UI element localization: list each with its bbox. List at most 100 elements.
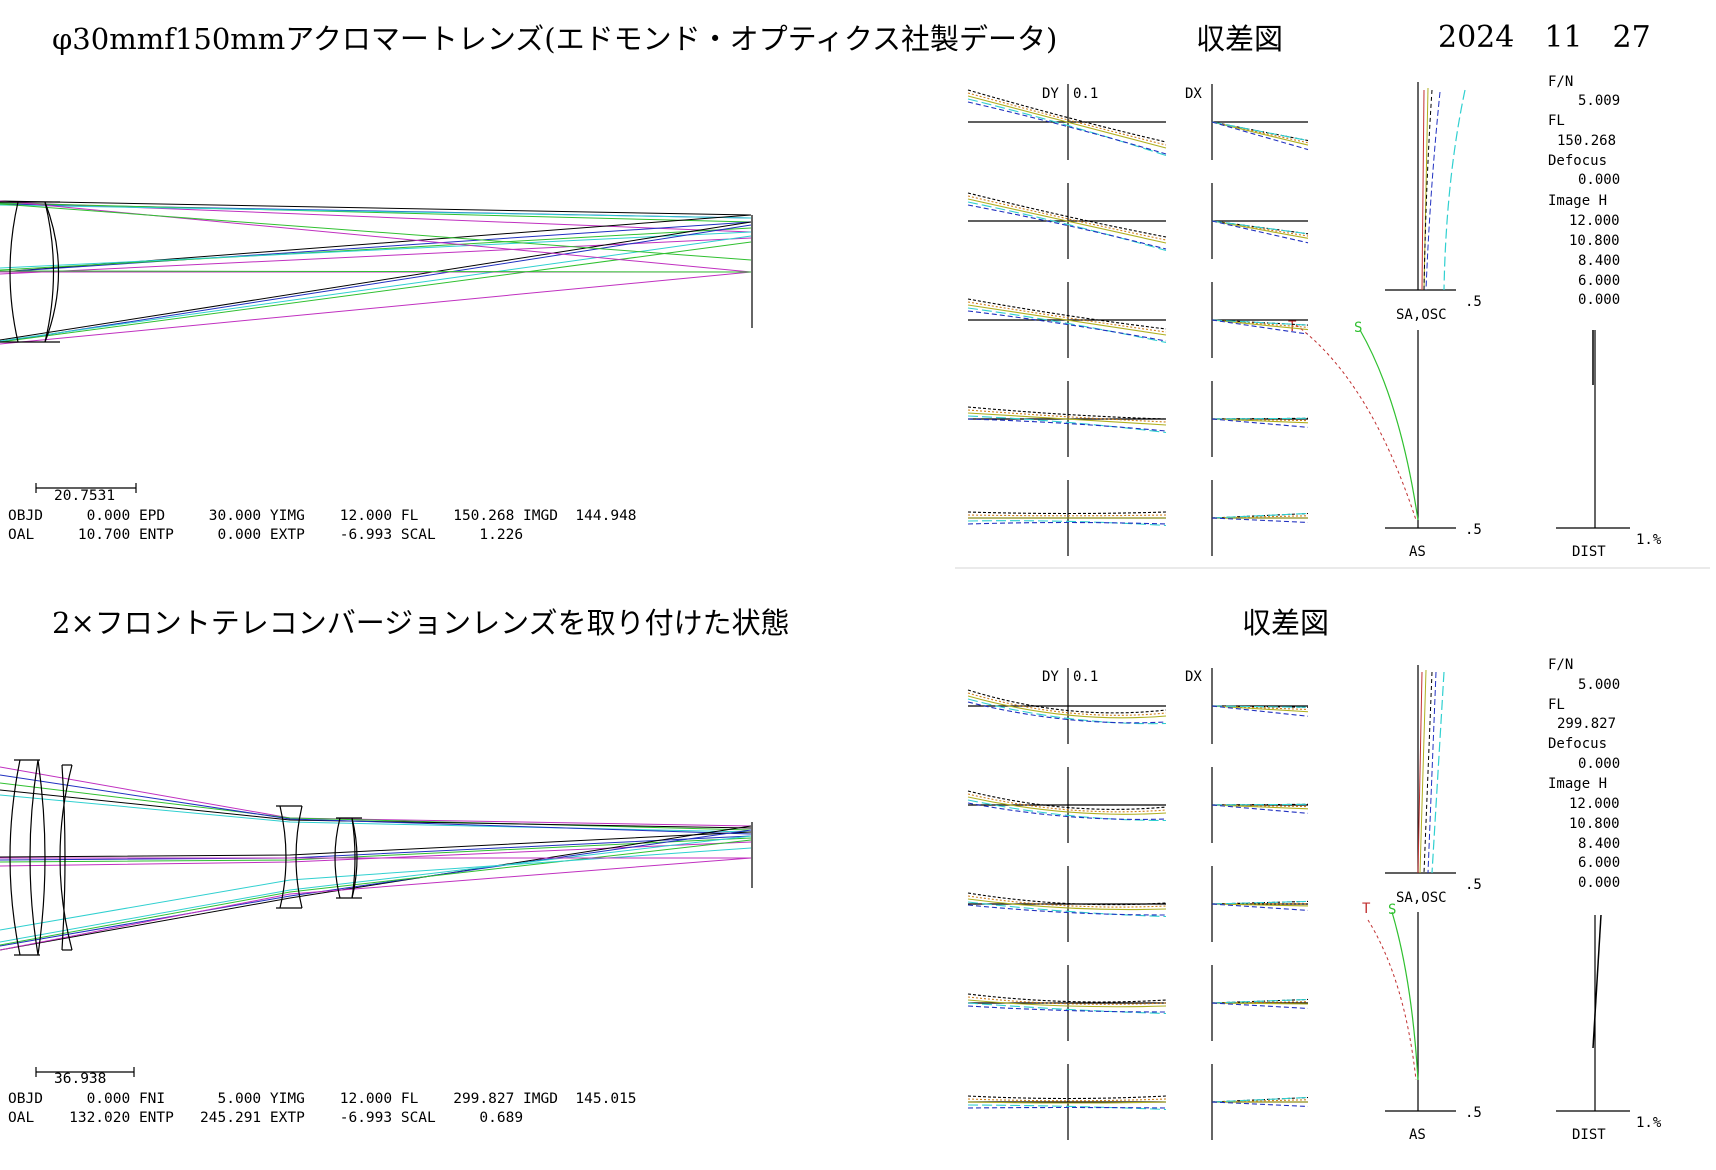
bottom-scale-label: 36.938 [54,1071,107,1087]
top-scale-bar [35,483,137,493]
top-dx-curve-3-3 [1211,417,1309,420]
bottom-dx-curve-1-3 [1211,803,1309,806]
top-height-3: 8.400 [1578,253,1621,269]
top-imageh-label: Image H [1548,193,1608,209]
bottom-dx-curve-2-2 [1211,903,1309,907]
bottom-dy-curve-2-3 [967,901,1167,918]
bottom-height-3: 8.400 [1578,836,1621,852]
bottom-dx-curve-2-3 [1211,900,1309,905]
top-as-scale: .5 [1465,522,1482,538]
top-sa-scale: .5 [1465,294,1482,310]
top-params-line-1: OBJD 0.000 EPD 30.000 YIMG 12.000 FL 150… [8,508,637,524]
top-dy-curve-2-4 [967,310,1167,342]
top-dist-label: DIST [1572,544,1606,560]
top-dy-curve-2-1 [967,301,1167,333]
bottom-dy-curve-4-3 [967,1104,1167,1111]
date: 2024 11 27 [1438,20,1651,55]
top-dy-curve-1-2 [967,198,1167,244]
top-aberration-title: 収差図 [1196,22,1284,56]
bottom-dy-curve-0-3 [967,698,1167,725]
bottom-dx-curve-3-4 [1211,1002,1309,1010]
bottom-sa-osc-plot [1385,665,1456,874]
bottom-dy-curve-0-0 [967,689,1167,714]
bottom-s-label: S [1388,902,1397,918]
top-dy-curve-1-1 [967,195,1167,241]
bottom-dx-curve-0-4 [1211,705,1309,717]
bottom-dy-curve-2-1 [967,895,1167,908]
top-dx-curve-3-2 [1211,418,1309,424]
bottom-sa-scale: .5 [1465,877,1482,893]
top-dy-curve-2-0 [967,298,1167,330]
bottom-imageh-label: Image H [1548,776,1608,792]
bottom-dy-curve-4-1 [967,1098,1167,1102]
bottom-dy-label: DY [1042,669,1059,685]
bottom-ray-fan-plots [967,668,1309,1140]
bottom-dy-curve-3-0 [967,993,1167,1003]
bottom-dy-curve-1-0 [967,790,1167,810]
top-defocus-label: Defocus [1548,153,1608,169]
top-dy-label: DY [1042,86,1059,102]
top-dx-curve-0-3 [1211,121,1309,142]
top-dx-label: DX [1185,86,1202,102]
bottom-dy-curve-1-3 [967,799,1167,822]
top-height-2: 10.800 [1569,233,1620,249]
bottom-ray-bundle [0,766,752,951]
top-defocus-value: 0.000 [1578,172,1621,188]
bottom-dy-curve-3-1 [967,996,1167,1005]
top-dy-curve-3-1 [967,409,1167,423]
bottom-params-line-2: OAL 132.020 ENTP 245.291 EXTP -6.993 SCA… [8,1110,524,1126]
top-astigmatism-plot [1295,324,1456,529]
bottom-dy-curve-4-2 [967,1101,1167,1104]
bottom-achromat-surface-2 [351,817,358,899]
top-dx-curve-4-3 [1211,512,1309,519]
top-dy-curve-1-3 [967,201,1167,252]
top-sa-osc-label: SA,OSC [1396,307,1447,323]
top-height-5: 0.000 [1578,292,1621,308]
top-dy-curve-0-4 [967,101,1167,155]
bottom-defocus-label: Defocus [1548,736,1608,752]
bottom-dx-curve-3-2 [1211,1002,1309,1005]
bottom-dx-curve-0-2 [1211,705,1309,713]
top-dx-curve-2-2 [1211,319,1309,331]
bottom-dy-curve-1-1 [967,793,1167,813]
top-distortion-plot [1556,330,1630,529]
top-dx-curve-2-3 [1211,319,1309,326]
bottom-height-2: 10.800 [1569,816,1620,832]
bottom-scale-bar [35,1067,135,1077]
bottom-dx-curve-1-2 [1211,804,1309,810]
top-dy-curve-0-1 [967,92,1167,146]
bottom-sa-osc-label: SA,OSC [1396,890,1447,906]
bottom-fn-value: 5.000 [1578,677,1621,693]
bottom-dist-scale: 1.% [1636,1115,1662,1131]
top-dx-curve-3-4 [1211,418,1309,428]
top-dx-curve-4-4 [1211,517,1309,524]
top-fn-label: F/N [1548,74,1574,90]
top-height-4: 6.000 [1578,273,1621,289]
bottom-dy-curve-2-2 [967,898,1167,911]
bottom-telecon-neg-surface-2 [295,805,303,909]
bottom-telecon-surface-2 [29,759,39,956]
top-dy-curve-0-3 [967,98,1167,157]
bottom-height-4: 6.000 [1578,855,1621,871]
top-scale-label: 20.7531 [54,488,116,504]
bottom-dx-curve-4-4 [1211,1101,1309,1108]
top-lens-surface-2 [44,201,60,343]
bottom-dy-curve-1-4 [967,802,1167,820]
bottom-achromat-surface-3 [351,817,356,899]
top-dist-scale: 1.% [1636,532,1662,548]
bottom-params-line-1: OBJD 0.000 FNI 5.000 YIMG 12.000 FL 299.… [8,1091,637,1107]
top-dy-scale: 0.1 [1073,86,1099,102]
bottom-telecon-neg-surface-1 [279,805,287,909]
top-lens-surface-3 [44,201,55,343]
top-ray-fan-plots [967,84,1309,556]
bottom-achromat-surface-1 [334,817,341,899]
bottom-dx-curve-1-4 [1211,804,1309,814]
bottom-dx-curve-3-3 [1211,998,1309,1004]
top-dy-curve-3-4 [967,418,1167,432]
top-dy-curve-0-2 [967,95,1167,149]
top-title: φ30mmf150mmアクロマートレンズ(エドモンド・オプティクス社製データ) [52,22,1058,56]
top-as-label: AS [1409,544,1426,560]
bottom-dy-curve-0-1 [967,692,1167,716]
top-dy-curve-3-3 [967,415,1167,434]
bottom-as-scale: .5 [1465,1105,1482,1121]
